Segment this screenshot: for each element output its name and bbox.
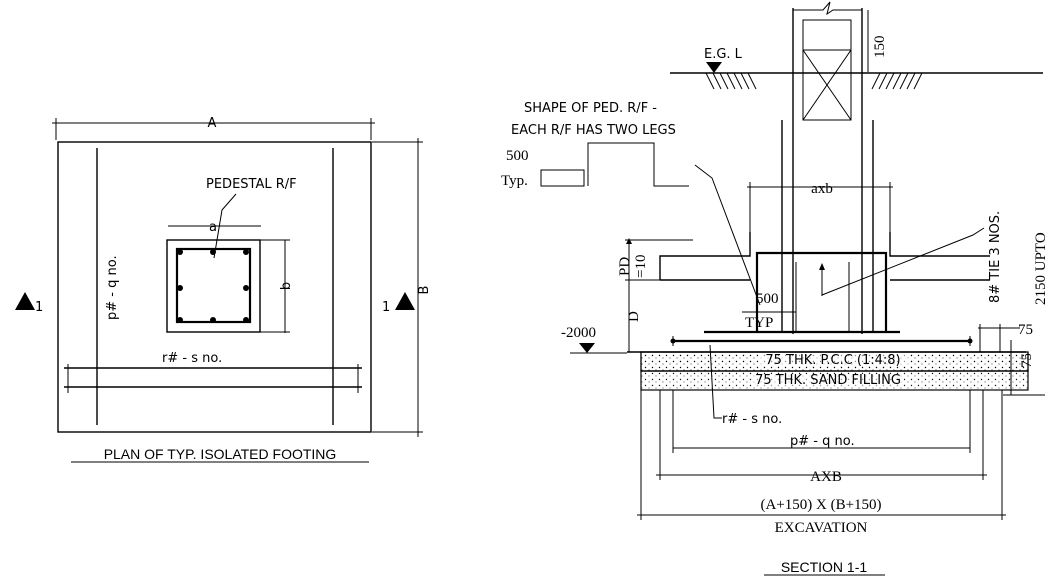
- section-bar-long-label: p# - q no.: [790, 434, 855, 449]
- ground-hatch-left: [705, 72, 757, 90]
- upto-label: 2150 UPTO: [1033, 232, 1049, 305]
- ped-rf-shape: [587, 142, 689, 187]
- section-mark-right: 1: [382, 300, 390, 315]
- plan-title: PLAN OF TYP. ISOLATED FOOTING: [104, 446, 337, 462]
- excav-dim-label: (A+150) X (B+150): [760, 497, 881, 513]
- pedestal-leader: [213, 193, 237, 259]
- dim-AXB-label: AXB: [810, 469, 842, 485]
- dim-A-label: A: [208, 116, 217, 131]
- section-view: E.G. L 150 axb SHAPE OF PED. R/F - EAC: [501, 1, 1049, 576]
- dim-500-label: 500: [506, 148, 529, 164]
- level-label: -2000: [561, 325, 596, 341]
- level-marker-icon: [579, 343, 595, 353]
- section-arrow-right-icon: [395, 292, 415, 310]
- plan-bar-long-label: p# - q no.: [105, 255, 120, 320]
- sand-label: 75 THK. SAND FILLING: [755, 373, 901, 388]
- pedestal-bars: [177, 249, 249, 323]
- r-bar-leader: [709, 344, 722, 419]
- pd-label: PD: [617, 257, 633, 276]
- section-bar-short-label: r# - s no.: [722, 412, 782, 427]
- pedestal-label: PEDESTAL R/F: [206, 177, 297, 192]
- pcc-label: 75 THK. P.C.C (1:4:8): [765, 353, 900, 368]
- pedestal-reinforcement: [175, 247, 252, 324]
- dim-a-label: a: [209, 220, 217, 235]
- pedestal-base-left: [659, 232, 751, 280]
- excav-label: EXCAVATION: [775, 520, 868, 536]
- tie-leader: [821, 227, 985, 296]
- shape-note-line1: SHAPE OF PED. R/F -: [524, 101, 657, 116]
- pd-value: =10: [633, 255, 649, 278]
- typ-box: [540, 169, 585, 187]
- egl-label: E.G. L: [704, 47, 743, 62]
- column-break: [793, 1, 862, 16]
- dim-500-typ-label: 500: [756, 291, 779, 307]
- dim-75-b: 75: [1019, 353, 1035, 368]
- typ-label: Typ.: [501, 173, 528, 189]
- egl-marker-icon: [706, 62, 722, 73]
- shape-note-line2: EACH R/F HAS TWO LEGS: [511, 123, 676, 138]
- column-cage: [802, 19, 852, 121]
- typ-caps-label: TYP: [745, 315, 773, 331]
- dim-b-label: b: [279, 282, 294, 290]
- section-mark-left: 1: [35, 300, 43, 315]
- pedestal-stirrup: [755, 251, 888, 332]
- footing-outline: [57, 141, 372, 433]
- plan-bar-short-label: r# - s no.: [162, 351, 222, 366]
- section-arrow-left-icon: [15, 292, 35, 310]
- dim-75-a: 75: [1018, 322, 1033, 338]
- d-label: D: [626, 311, 642, 322]
- dim-B-label: B: [417, 286, 432, 295]
- pedestal-base-right: [889, 232, 990, 257]
- plan-view: A B p# - q no. r# - s no. a b PE: [15, 116, 432, 463]
- ground-hatch-right: [871, 72, 923, 90]
- dim-150-label: 150: [872, 36, 888, 59]
- dim-axb-label: axb: [811, 181, 833, 197]
- section-title: SECTION 1-1: [781, 559, 868, 575]
- tie-label: 8# TIE 3 NOS.: [988, 211, 1003, 303]
- shape-leader: [694, 164, 761, 306]
- pedestal-outer: [166, 239, 261, 333]
